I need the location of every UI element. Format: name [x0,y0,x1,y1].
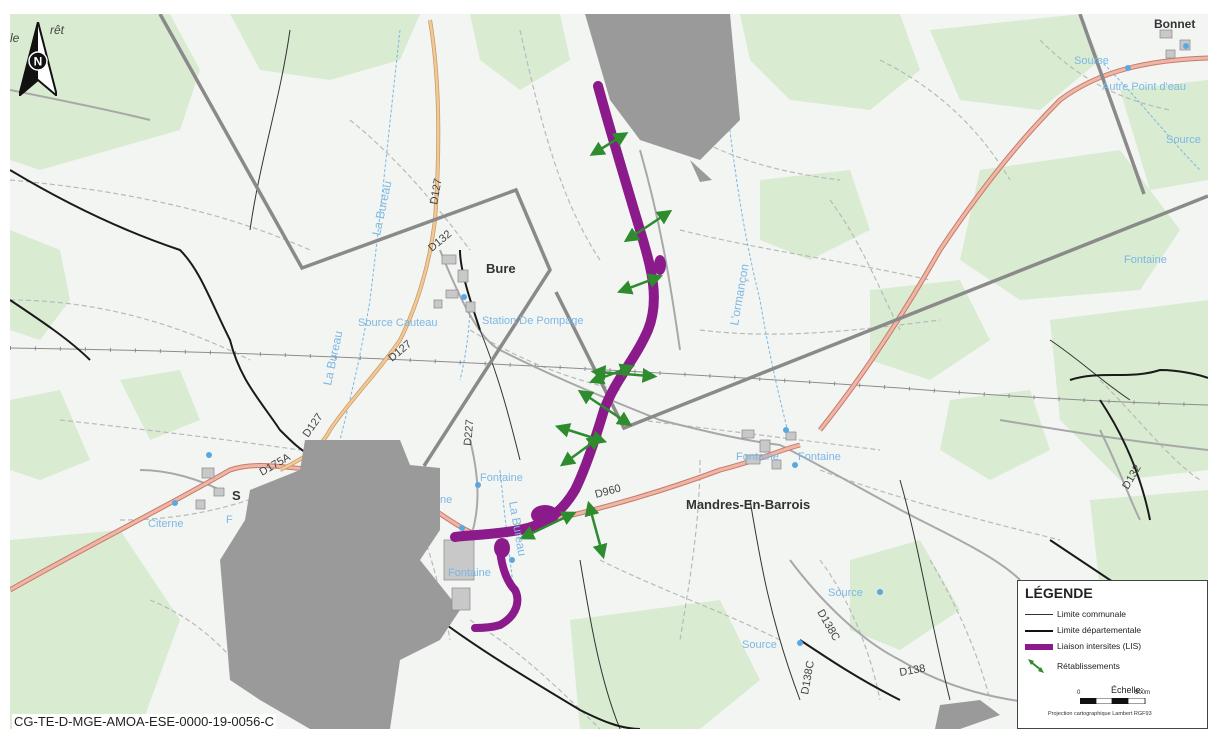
place-label-s: S [232,488,241,503]
label-d960: D960 [594,483,623,501]
label-d138: D138 [898,663,926,679]
legend-swatch-thin-line [1025,614,1053,615]
scale-zero-label: 0 [1077,690,1081,696]
scale-max-label: 500m [1135,690,1151,696]
map-canvas[interactable]: Bure Mandres-En-Barrois Bonnet le rêt S … [10,14,1208,729]
label-autre-point-eau: Autre Point d'eau [1102,81,1186,93]
label-d138c-north: D138C [814,608,842,644]
label-lormancon: L'ormançon [727,263,752,327]
label-d138c-south: D138C [799,660,817,696]
legend-swatch-green-arrow-icon [1028,659,1044,673]
retablissements [519,132,673,560]
site-zones [220,14,1000,729]
north-arrow-icon: N [19,22,57,96]
legend-item-limite-communale: Limite communale [1025,609,1205,621]
site-zone-north [585,14,740,160]
legend-swatch-thick-line [1025,630,1053,632]
legend-swatch-purple-band [1025,644,1053,650]
place-label-le: le [10,31,20,45]
label-source-sw: Source [742,639,777,651]
label-ne-partial: ne [440,494,452,506]
scale-title: Échelle: [1111,685,1144,695]
label-source-s: Source [828,587,863,599]
label-d127-south: D127 [301,411,326,439]
legend-item-retablissements: Rétablissements [1025,659,1205,673]
label-fontaine-south: Fontaine [480,472,523,484]
liaison-intersites-lis [450,81,666,632]
legend-item-lis: Liaison intersites (LIS) [1025,641,1205,653]
place-label-bonnet: Bonnet [1154,17,1195,31]
legend-title: LÉGENDE [1025,585,1093,601]
label-fontaine-partial: F [226,514,233,526]
place-labels: Bure Mandres-En-Barrois Bonnet le rêt S [10,17,1195,512]
communal-boundaries [249,29,1131,729]
scale-bar [1080,698,1146,704]
projection-note: Projection cartographique Lambert RGF93 [1048,711,1152,717]
legend-label: Liaison intersites (LIS) [1057,641,1142,651]
villages [195,29,1191,611]
label-la-bureau-west: La Bureau [320,330,345,387]
label-source-cauteau: Source Cauteau [358,317,438,329]
label-d227: D227 [462,419,476,446]
study-perimeter [158,14,1208,467]
label-fontaine-site: Fontaine [448,567,491,579]
label-fontaine-east: Fontaine [1124,254,1167,266]
label-station-pompage: Station De Pompage [482,315,584,327]
label-fontaine-mandres: Fontaine [798,451,841,463]
label-source-ne: Source [1074,55,1109,67]
site-zone-south [220,440,460,729]
water-points [172,43,1189,646]
place-label-bure: Bure [486,261,516,276]
legend-label: Rétablissements [1057,661,1120,671]
place-label-mandres: Mandres-En-Barrois [686,497,810,512]
legend-label: Limite départementale [1057,625,1142,635]
legend-panel: LÉGENDE Limite communale Limite départem… [1017,580,1208,729]
label-citerne: Citerne [148,518,183,530]
map-drawing: Bure Mandres-En-Barrois Bonnet le rêt S … [10,14,1208,729]
north-label: N [34,55,43,69]
label-d127-north: D127 [428,178,444,206]
legend-item-limite-departementale: Limite départementale [1025,625,1205,637]
legend-label: Limite communale [1057,609,1126,619]
label-fontaine-mandres-2: Fontaine [736,451,779,463]
place-label-bret: rêt [50,23,65,37]
document-reference: CG-TE-D-MGE-AMOA-ESE-0000-19-0056-C [12,714,277,729]
label-la-bureau-north: La Bureau [369,180,394,237]
label-source-e: Source [1166,134,1201,146]
